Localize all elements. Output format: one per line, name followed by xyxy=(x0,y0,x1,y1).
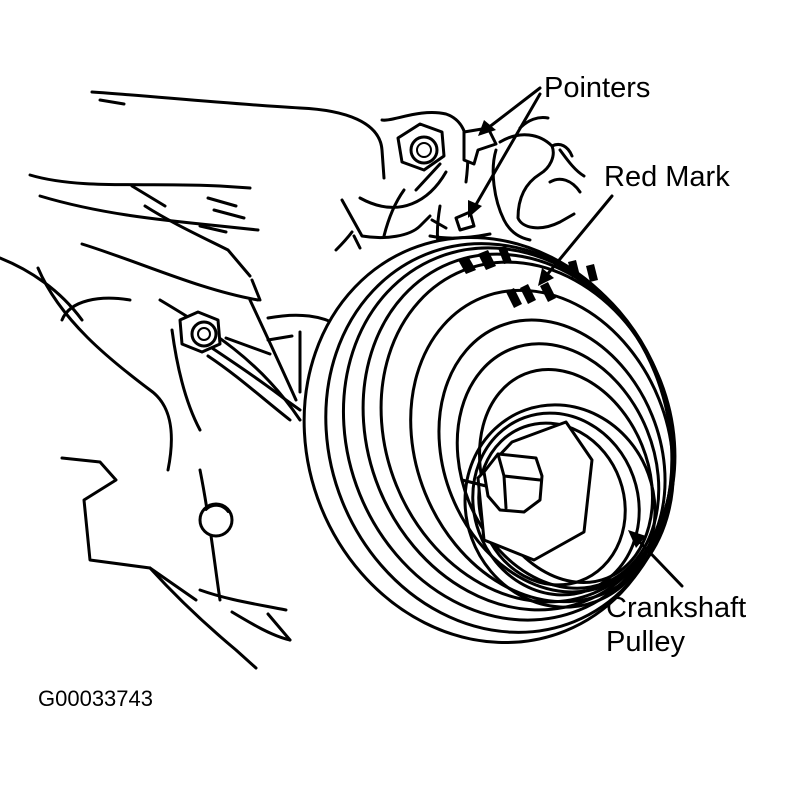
timing-marks xyxy=(458,246,598,308)
pulley-arrowhead xyxy=(628,530,646,548)
lower-bolt xyxy=(178,310,302,422)
crankshaft-label-line1: Crankshaft xyxy=(606,592,747,624)
pointer-arrowhead-2 xyxy=(468,200,482,218)
figure-code: G00033743 xyxy=(38,686,153,711)
pointer-arrowhead-1 xyxy=(478,120,496,136)
crankshaft-pulley xyxy=(302,235,677,645)
pointers-label: Pointers xyxy=(544,72,651,104)
upper-bolt xyxy=(396,122,446,172)
red-mark-arrowhead xyxy=(538,268,554,286)
engine-block xyxy=(0,90,386,670)
block-boss xyxy=(198,502,234,538)
center-bolt xyxy=(460,452,544,514)
crankshaft-label-line2: Pulley xyxy=(606,626,685,658)
red-mark-label: Red Mark xyxy=(604,161,730,193)
leader-arrows xyxy=(468,86,684,588)
engine-casting xyxy=(491,116,586,242)
